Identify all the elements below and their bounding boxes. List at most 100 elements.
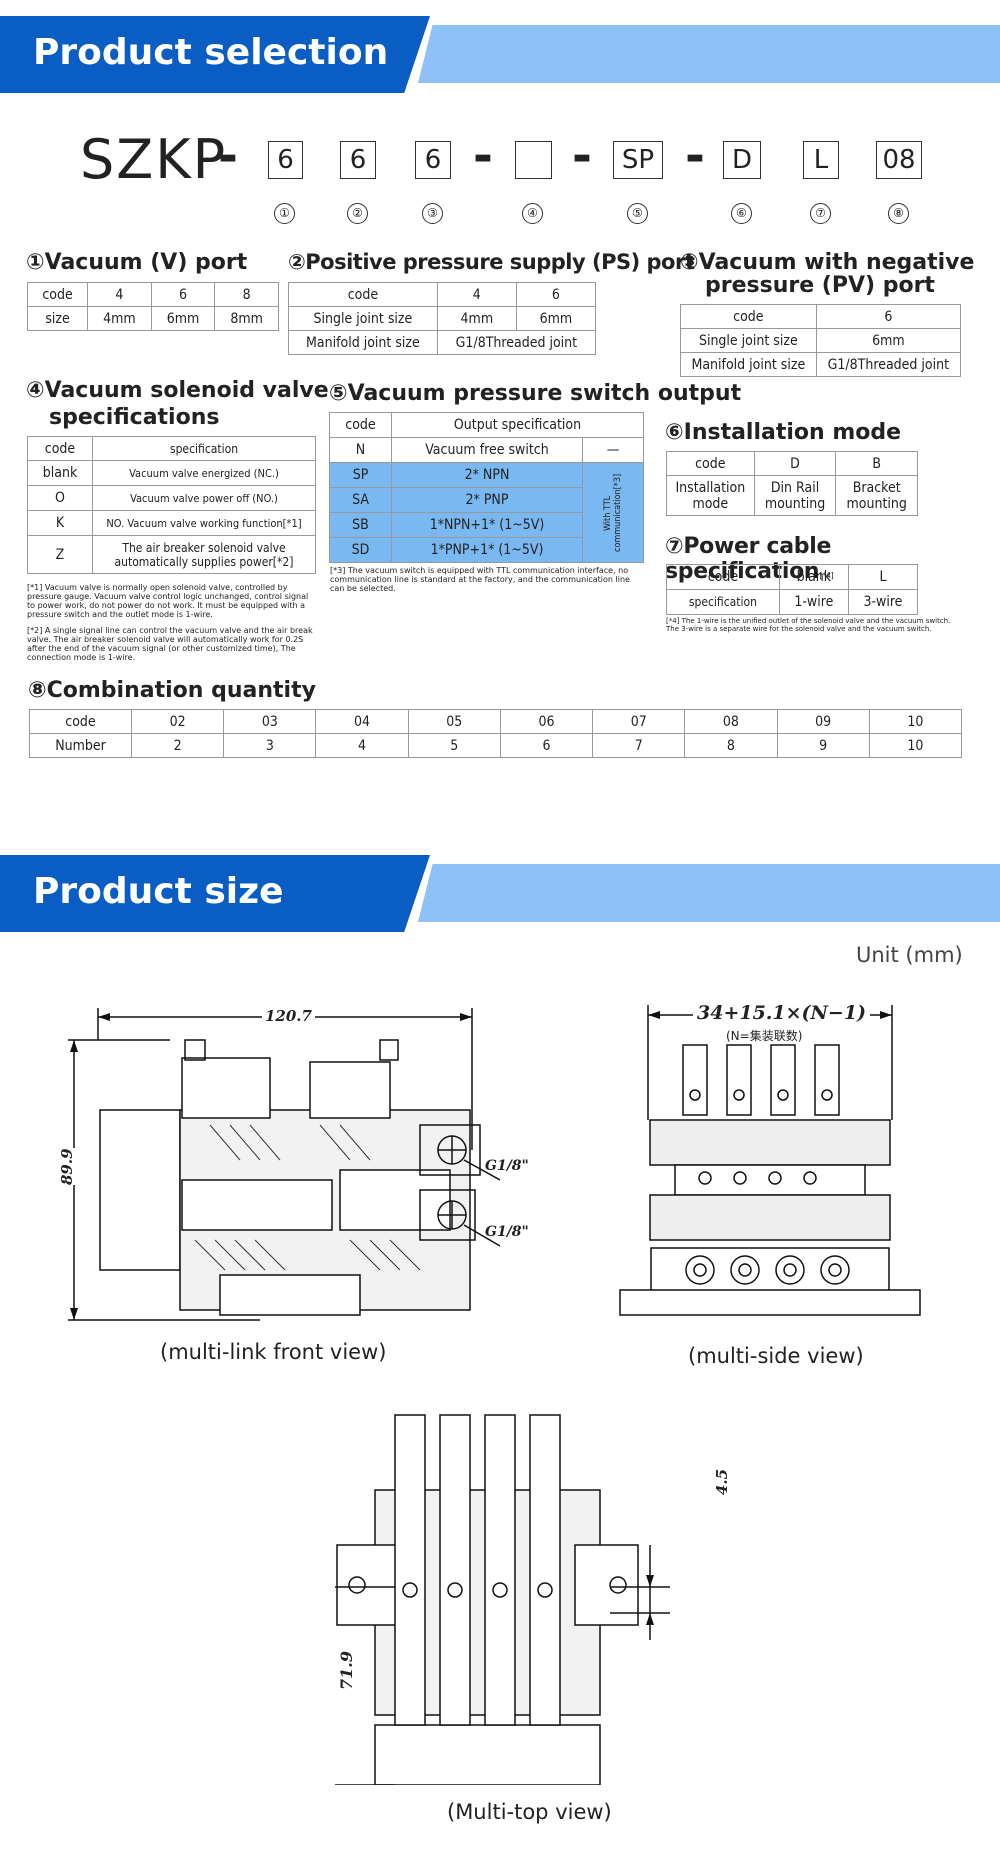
code-dash: - bbox=[685, 128, 705, 184]
marker: ④ bbox=[522, 203, 543, 224]
marker: ① bbox=[274, 203, 295, 224]
code-dash: - bbox=[572, 128, 592, 184]
cell: code bbox=[27, 436, 93, 461]
dim-top-height: 71.9 bbox=[337, 1651, 356, 1690]
code-box: 6 bbox=[268, 141, 303, 179]
cell: B bbox=[835, 451, 918, 476]
cell: N bbox=[329, 437, 392, 463]
code-box: 08 bbox=[876, 141, 922, 179]
cell: 1-wire bbox=[778, 589, 849, 615]
note-1: [*1] Vacuum valve is normally open solen… bbox=[27, 583, 309, 619]
cell: code bbox=[666, 451, 755, 476]
code-box bbox=[515, 141, 552, 179]
code-box: 6 bbox=[340, 141, 376, 179]
section-title: Product selection bbox=[33, 32, 389, 73]
marker: ⑥ bbox=[731, 203, 752, 224]
cell: code bbox=[288, 282, 438, 307]
combo-code-cell: 10 bbox=[868, 709, 963, 734]
cell: The air breaker solenoid valve automatic… bbox=[92, 535, 316, 574]
cell: blank bbox=[778, 564, 849, 590]
marker: ⑧ bbox=[888, 203, 909, 224]
dim-small: 4.5 bbox=[713, 1468, 731, 1495]
cell: 4mm bbox=[87, 306, 152, 331]
cell: 8mm bbox=[214, 306, 279, 331]
cell: Manifold joint size bbox=[288, 330, 438, 355]
ttl-label: With TTL communication[*3] bbox=[603, 473, 623, 552]
thread-2: G1/8" bbox=[485, 1224, 529, 1240]
code-dash: - bbox=[218, 128, 238, 184]
cell: Installation mode bbox=[666, 475, 755, 516]
cell: G1/8Threaded joint bbox=[815, 352, 962, 377]
combo-code-cell: 04 bbox=[315, 709, 409, 734]
combo-number-cell: 3 bbox=[223, 733, 317, 758]
cell: Din Rail mounting bbox=[753, 475, 837, 516]
cell: 6 bbox=[150, 282, 216, 307]
combo-code-cell: 06 bbox=[499, 709, 594, 734]
combo-number-cell: 5 bbox=[407, 733, 501, 758]
front-view-drawing bbox=[68, 1008, 500, 1321]
top-view-drawing bbox=[335, 1414, 670, 1785]
cell: Single joint size bbox=[680, 328, 817, 353]
combo-number-cell: Number bbox=[29, 733, 132, 758]
note-4: [*4] The 1-wire is the unified outlet of… bbox=[666, 617, 951, 633]
thread-1: G1/8" bbox=[485, 1158, 529, 1174]
cell: L bbox=[847, 564, 919, 590]
note-3: [*3] The vacuum switch is equipped with … bbox=[330, 566, 630, 593]
combo-number-cell: 2 bbox=[130, 733, 225, 758]
heading-combo: ⑧Combination quantity bbox=[28, 678, 316, 703]
cell: — bbox=[582, 437, 644, 463]
cell: blank bbox=[27, 460, 93, 486]
cell: 4mm bbox=[436, 306, 517, 331]
combo-number-cell: 4 bbox=[315, 733, 409, 758]
section-header-selection: Product selection bbox=[0, 16, 1000, 93]
cell: size bbox=[26, 306, 89, 331]
heading-pv-port-line2: pressure (PV) port bbox=[705, 273, 935, 298]
model-prefix: SZKP bbox=[80, 128, 228, 191]
cell: SB bbox=[329, 512, 392, 538]
section-header-size: Product size bbox=[0, 855, 1000, 932]
dim-height: 89.9 bbox=[58, 1148, 76, 1185]
combo-code-cell: 05 bbox=[407, 709, 501, 734]
cell: O bbox=[27, 485, 93, 511]
cell: code bbox=[26, 282, 89, 307]
marker: ⑤ bbox=[627, 203, 648, 224]
cell: 2* NPN bbox=[391, 462, 583, 488]
cell: 1*NPN+1* (1~5V) bbox=[391, 512, 583, 538]
cell: specification bbox=[666, 589, 780, 615]
cell: specification bbox=[92, 436, 316, 461]
combo-code-cell: 07 bbox=[592, 709, 686, 734]
heading-pv-port: ③Vacuum with negative bbox=[680, 250, 975, 275]
marker: ② bbox=[347, 203, 368, 224]
unit-label: Unit (mm) bbox=[856, 943, 963, 967]
dim-width: 120.7 bbox=[262, 1007, 315, 1025]
code-box: SP bbox=[613, 141, 663, 179]
combo-code-cell: 08 bbox=[684, 709, 778, 734]
heading-ps-port: ②Positive pressure supply (PS) port bbox=[288, 250, 695, 274]
note-2: [*2] A single signal line can control th… bbox=[27, 626, 313, 662]
caption-side: (multi-side view) bbox=[688, 1344, 864, 1368]
cell: 6mm bbox=[515, 306, 597, 331]
cell: Output specification bbox=[391, 412, 644, 438]
caption-top: (Multi-top view) bbox=[447, 1800, 612, 1824]
code-box: 6 bbox=[415, 141, 451, 179]
combo-code-cell: 02 bbox=[130, 709, 225, 734]
heading-switch: ⑤Vacuum pressure switch output bbox=[329, 381, 742, 406]
cell: D bbox=[753, 451, 837, 476]
cell: SA bbox=[329, 487, 392, 513]
cell: 6mm bbox=[150, 306, 216, 331]
heading-solenoid-line2: specifications bbox=[49, 405, 220, 430]
combo-number-cell: 8 bbox=[684, 733, 778, 758]
cell: 6 bbox=[815, 304, 962, 329]
cell: Z bbox=[27, 535, 93, 574]
cell: Vacuum valve energized (NC.) bbox=[92, 460, 316, 486]
caption-front: (multi-link front view) bbox=[160, 1340, 387, 1364]
code-box: L bbox=[803, 141, 839, 179]
code-dash: - bbox=[473, 128, 493, 184]
cell: 6 bbox=[515, 282, 597, 307]
cell: NO. Vacuum valve working function[*1] bbox=[92, 510, 316, 536]
